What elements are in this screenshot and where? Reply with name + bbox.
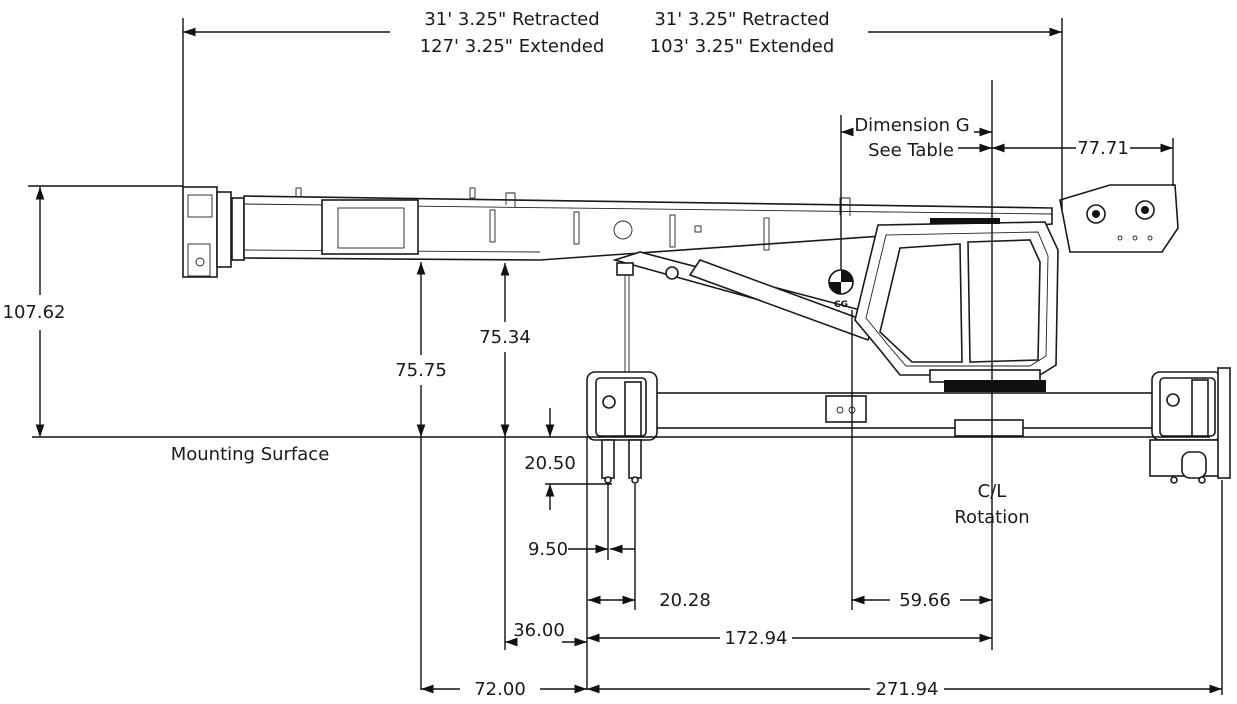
base-frame — [651, 392, 1158, 437]
lift-cylinder — [612, 251, 876, 372]
boom-right-extended-label: 103' 3.25" Extended — [650, 36, 835, 57]
dim-107-62-label: 107.62 — [3, 302, 66, 323]
telescopic-boom — [243, 187, 1053, 261]
boom-left-retracted-label: 31' 3.25" Retracted — [424, 9, 599, 30]
dim-271-94-label: 271.94 — [876, 679, 939, 700]
turret-head — [1059, 184, 1179, 253]
dim-77-71-label: 77.71 — [1077, 138, 1129, 159]
boom-left-extended-label: 127' 3.25" Extended — [420, 36, 605, 57]
dim-20-28-label: 20.28 — [659, 590, 711, 611]
centerline-label: C/L — [978, 481, 1007, 502]
dim-75-34-label: 75.34 — [479, 327, 531, 348]
dimension-g-label: Dimension G — [854, 115, 969, 136]
cg-label: CG — [834, 300, 848, 310]
boom-right-retracted-label: 31' 3.25" Retracted — [654, 9, 829, 30]
dimension-lines — [28, 18, 1223, 695]
dim-72-00-label: 72.00 — [474, 679, 526, 700]
dim-20-50-label: 20.50 — [524, 453, 576, 474]
dim-36-00-label: 36.00 — [513, 620, 565, 641]
see-table-label: See Table — [868, 140, 954, 161]
dim-9-50-label: 9.50 — [528, 539, 568, 560]
dim-75-75-label: 75.75 — [395, 360, 447, 381]
rotation-label: Rotation — [954, 507, 1029, 528]
crane-illustration: CG — [182, 184, 1231, 484]
boom-tip — [182, 186, 245, 278]
mounting-surface-label: Mounting Surface — [171, 444, 330, 465]
dimension-labels: 31' 3.25" Retracted 127' 3.25" Extended … — [3, 9, 1129, 700]
dim-59-66-label: 59.66 — [899, 590, 951, 611]
center-of-gravity-marker: CG — [828, 269, 854, 310]
right-outrigger — [1149, 367, 1231, 484]
operator-cab — [854, 218, 1059, 392]
dim-172-94-label: 172.94 — [725, 628, 788, 649]
left-outrigger — [586, 371, 658, 484]
